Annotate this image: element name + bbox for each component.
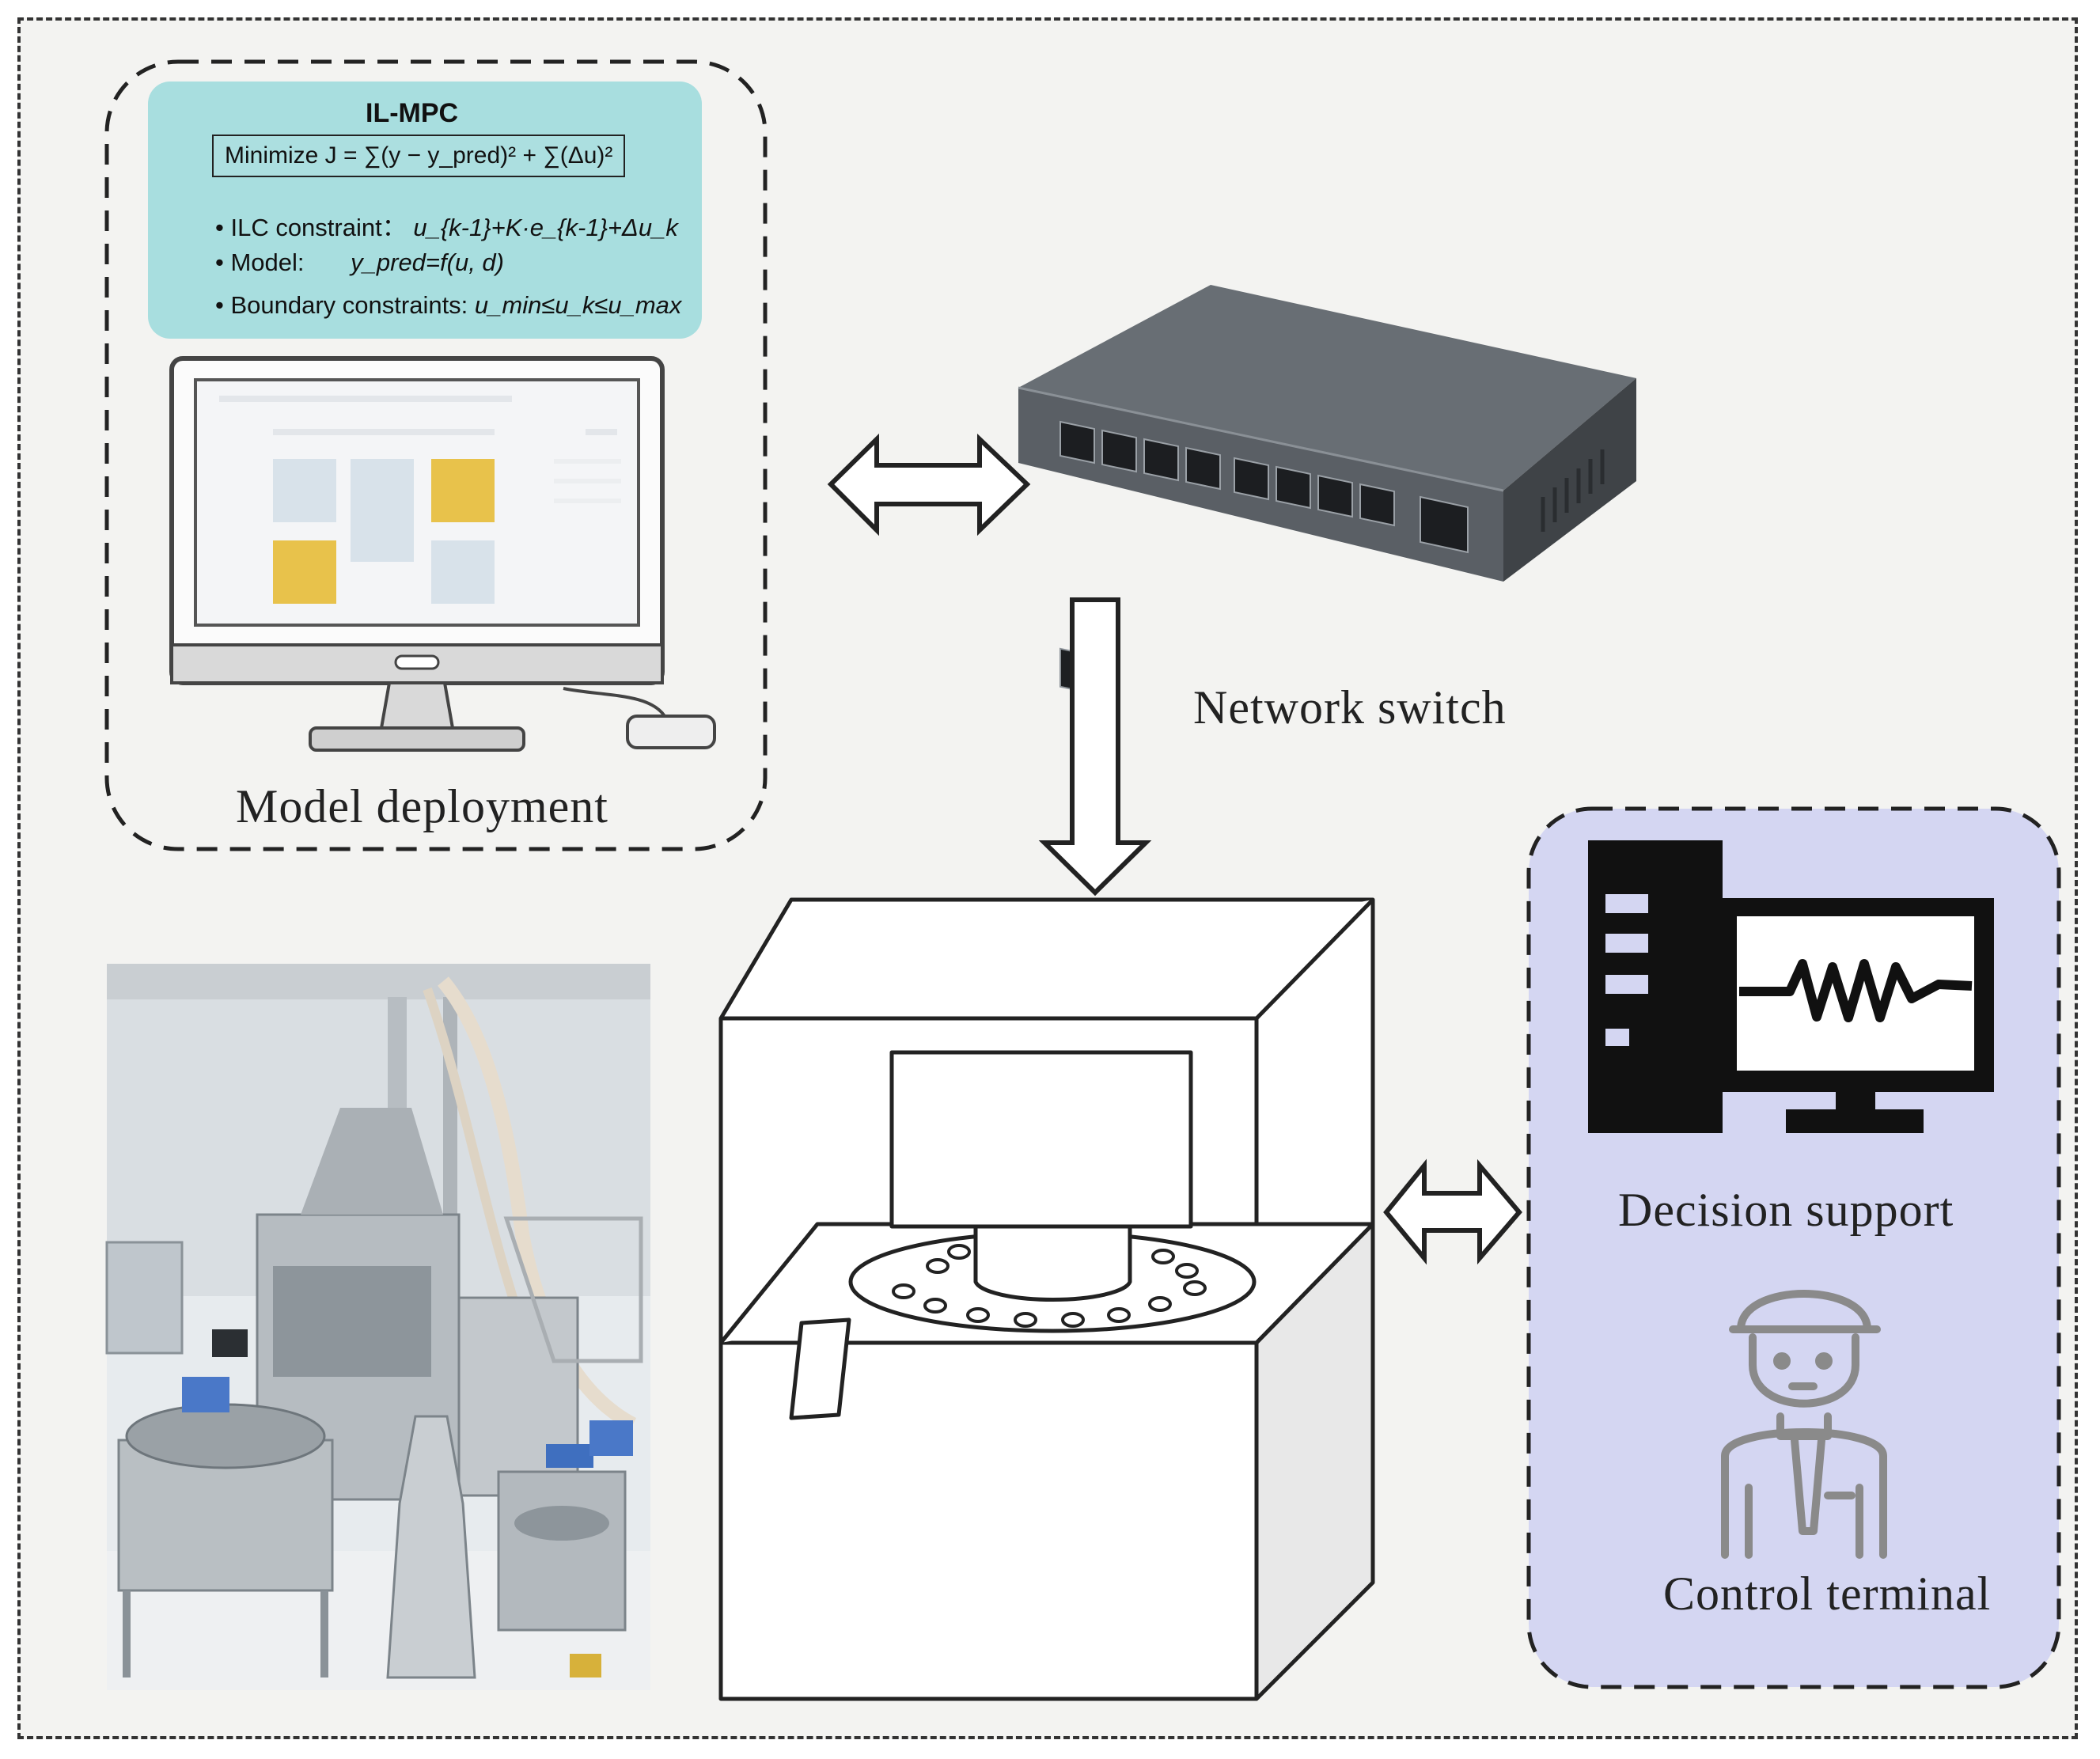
constraint-expr: u_{k-1}+K·e_{k-1}+Δu_k	[413, 214, 678, 241]
ilc-constraint: • ILC constraint： u_{k-1}+K·e_{k-1}+Δu_k	[215, 207, 678, 243]
network-switch-label: Network switch	[1193, 681, 1507, 734]
objective-function: Minimize J = ∑(y − y_pred)² + ∑(Δu)²	[212, 135, 626, 177]
dashboard-tile	[431, 540, 495, 604]
tablet-press-icon	[718, 897, 1375, 1701]
boundary-constraint: • Boundary constraints: u_min≤u_k≤u_max	[215, 291, 681, 320]
dashboard-tile	[351, 459, 414, 562]
constraint-label: • ILC constraint：	[215, 214, 407, 241]
network-switch-icon	[1018, 285, 1636, 695]
decision-support-label: Decision support	[1618, 1184, 1954, 1236]
double-arrow-deployment-switch	[827, 433, 1031, 536]
down-arrow-switch-press	[1038, 597, 1152, 897]
constraint-expr: u_min≤u_k≤u_max	[474, 291, 682, 319]
ilmpc-title: IL-MPC	[366, 98, 459, 128]
operator-person-icon	[1721, 1290, 1887, 1559]
constraint-expr: y_pred=f(u, d)	[351, 248, 504, 276]
computer-waveform-icon	[1588, 840, 1994, 1133]
dashboard-tile	[273, 459, 336, 522]
dashboard-tile	[431, 459, 495, 522]
model-constraint: • Model: y_pred=f(u, d)	[215, 248, 504, 277]
mouse-icon	[626, 715, 716, 749]
facility-photo	[105, 964, 650, 1690]
formula-panel	[148, 82, 702, 339]
constraint-label: • Model:	[215, 248, 305, 276]
model-deployment-label: Model deployment	[236, 780, 608, 832]
desktop-monitor-icon	[169, 356, 716, 752]
constraint-label: • Boundary constraints:	[215, 291, 468, 319]
model-deployment-group	[104, 59, 768, 851]
double-arrow-press-terminal	[1383, 1158, 1522, 1265]
switch-ports	[1059, 420, 1469, 554]
dashboard-tile	[273, 540, 336, 604]
control-terminal-label: Control terminal	[1663, 1568, 1992, 1620]
